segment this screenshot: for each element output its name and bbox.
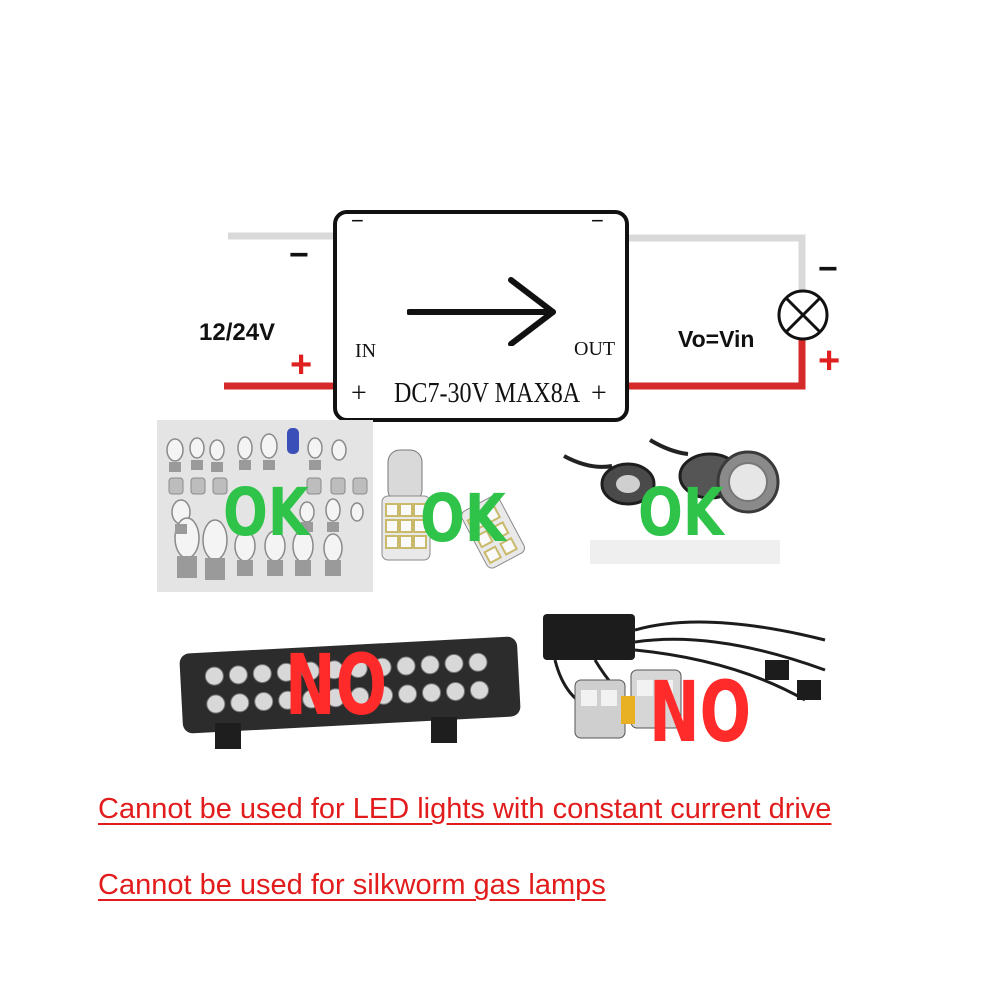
converter-module: − − IN OUT + DC7-30V MAX8A + [333,208,629,422]
input-voltage-label: 12/24V [199,319,276,346]
no-stamp-2: NO [649,663,752,760]
ok-stamp-3: OK [638,474,724,551]
module-plus-left: + [351,378,367,409]
hid-xenon-kit-photo: NO [535,600,835,760]
wiring-diagram [224,232,829,390]
hid-xenon-kit-icon [543,614,826,739]
lamp-icon [777,289,829,341]
module-out-label: OUT [574,338,616,360]
module-minus-left: − [351,208,364,233]
output-positive-wire [623,336,806,390]
input-plus-sign: + [290,344,313,386]
no-stamp-1: NO [285,636,388,734]
eagle-eye-led-photo: OK [560,430,790,570]
output-negative-wire [623,234,806,292]
output-formula: Vo=Vin [678,326,755,352]
ok-stamp-2: OK [420,480,506,557]
led-bulb-icon [381,449,525,569]
arrow-right-icon [407,277,556,346]
module-minus-right: − [591,208,604,233]
module-in-label: IN [355,340,377,362]
module-plus-right: + [591,378,607,409]
warning-silkworm-gas-lamps: Cannot be used for silkworm gas lamps [98,869,606,901]
led-light-bar-photo: NO [175,625,525,753]
input-minus-sign: − [289,236,309,274]
eagle-eye-led-icon [563,438,780,564]
incandescent-bulbs-photo: OK [157,420,373,592]
output-plus-sign: + [818,340,841,382]
led-light-bar-icon [179,636,521,749]
warning-constant-current: Cannot be used for LED lights with const… [98,793,832,825]
module-spec: DC7-30V MAX8A [394,378,581,409]
led-bulb-photo: OK [376,438,530,576]
ok-stamp-1: OK [223,474,309,551]
output-minus-sign: − [818,250,838,288]
incandescent-bulbs-icon [166,428,368,580]
